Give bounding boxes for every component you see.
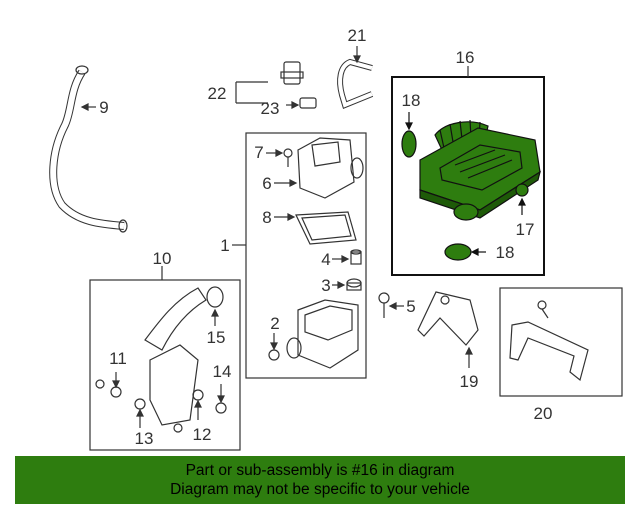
callout-22: 22 xyxy=(208,84,227,103)
callout-18b: 18 xyxy=(496,243,515,262)
part-21-hose[interactable] xyxy=(337,58,374,110)
info-banner: Part or sub-assembly is #16 in diagram D… xyxy=(15,456,625,504)
part-17-grommet[interactable] xyxy=(515,183,529,197)
callout-4: 4 xyxy=(321,250,330,269)
callout-13: 13 xyxy=(135,429,154,448)
part-20-bracket[interactable] xyxy=(509,300,589,382)
part-2-grommet[interactable] xyxy=(268,349,280,361)
part-4-grommet[interactable] xyxy=(350,249,362,265)
part-7-screw[interactable] xyxy=(283,148,293,167)
callout-14: 14 xyxy=(213,362,232,381)
part-23-clip[interactable] xyxy=(299,97,317,109)
callout-16: 16 xyxy=(456,48,475,67)
part-8-filter[interactable] xyxy=(295,211,357,245)
group-box-20 xyxy=(499,287,623,397)
part-14-grommet[interactable] xyxy=(215,402,227,414)
callout-12: 12 xyxy=(193,425,212,444)
callout-17: 17 xyxy=(516,220,535,239)
banner-line-1: Part or sub-assembly is #16 in diagram xyxy=(185,462,455,479)
part-10-duct[interactable] xyxy=(144,287,207,426)
banner-line-2: Diagram may not be specific to your vehi… xyxy=(170,481,470,498)
callout-7: 7 xyxy=(254,143,263,162)
callout-11: 11 xyxy=(109,349,127,368)
part-12-grommet[interactable] xyxy=(192,389,204,401)
callout-6: 6 xyxy=(262,174,271,193)
callout-2: 2 xyxy=(270,314,279,333)
callout-20: 20 xyxy=(534,404,553,423)
part-11-grommet[interactable] xyxy=(95,379,105,389)
callout-9: 9 xyxy=(99,98,108,117)
part-18-clamp-upper[interactable] xyxy=(401,130,417,158)
group-box-1 xyxy=(245,132,367,379)
callout-19: 19 xyxy=(460,372,479,391)
part-11-fitting[interactable] xyxy=(110,386,122,398)
part-6-cover[interactable] xyxy=(297,137,364,199)
callout-10: 10 xyxy=(153,249,172,268)
part-18-clamp-lower[interactable] xyxy=(444,243,472,261)
callout-15: 15 xyxy=(207,328,226,347)
callout-23: 23 xyxy=(261,99,280,118)
part-13-fitting[interactable] xyxy=(134,398,146,410)
callout-5: 5 xyxy=(406,297,415,316)
callout-1: 1 xyxy=(220,236,229,255)
part-2-lower-box[interactable] xyxy=(286,299,359,369)
parts-diagram: 16 18 17 18 21 22 23 9 7 6 8 1 4 3 2 5 1… xyxy=(49,26,623,451)
callout-8: 8 xyxy=(262,208,271,227)
callout-3: 3 xyxy=(321,276,330,295)
callout-21: 21 xyxy=(348,26,367,45)
callout-18a: 18 xyxy=(402,91,421,110)
part-3-grommet[interactable] xyxy=(346,278,362,291)
group-box-10 xyxy=(89,279,241,451)
part-15-clamp[interactable] xyxy=(206,286,224,308)
part-19-bracket[interactable] xyxy=(417,291,479,346)
part-5-bolt[interactable] xyxy=(378,292,390,318)
part-12-fitting[interactable] xyxy=(173,423,183,433)
part-22-sensor[interactable] xyxy=(280,61,304,85)
part-9-tube[interactable] xyxy=(49,65,128,233)
part-16-air-cleaner[interactable] xyxy=(419,119,541,221)
